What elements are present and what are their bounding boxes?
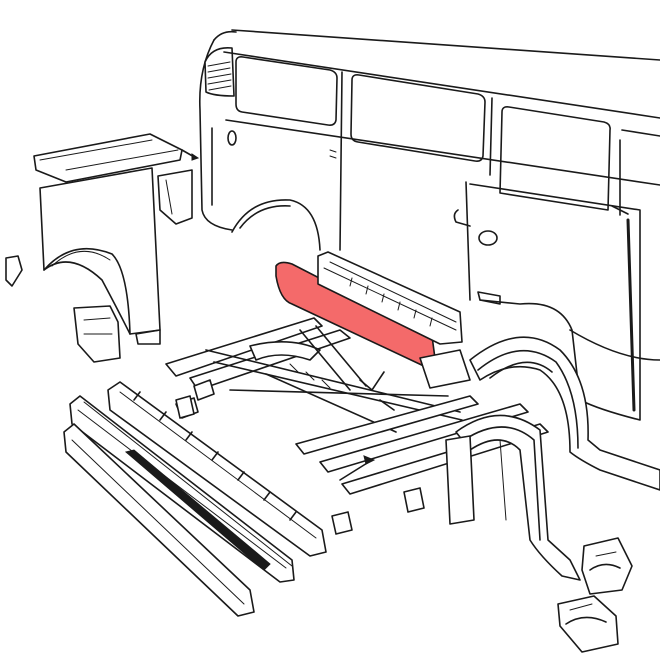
bracket-cluster: [175, 395, 425, 535]
top-rail: [33, 133, 200, 183]
lower-plate: [73, 305, 121, 363]
van-body: [198, 29, 660, 421]
sliding-door: [469, 183, 641, 421]
window-2: [350, 74, 486, 162]
window-3: [499, 106, 611, 211]
window-1: [235, 56, 338, 126]
outer-sill: [69, 395, 295, 583]
footwell-lower: [557, 595, 619, 653]
rear-quarter-panel: [39, 167, 161, 345]
wheel-arch-assembly: [445, 336, 660, 581]
inner-rail: [107, 381, 327, 557]
small-bracket: [5, 255, 23, 287]
sill-rail: [317, 251, 463, 345]
vent-grille: [204, 46, 235, 97]
footwell-upper: [581, 537, 633, 595]
door-handle: [453, 209, 498, 246]
lower-sill: [63, 423, 271, 617]
corner-bracket: [157, 169, 193, 225]
